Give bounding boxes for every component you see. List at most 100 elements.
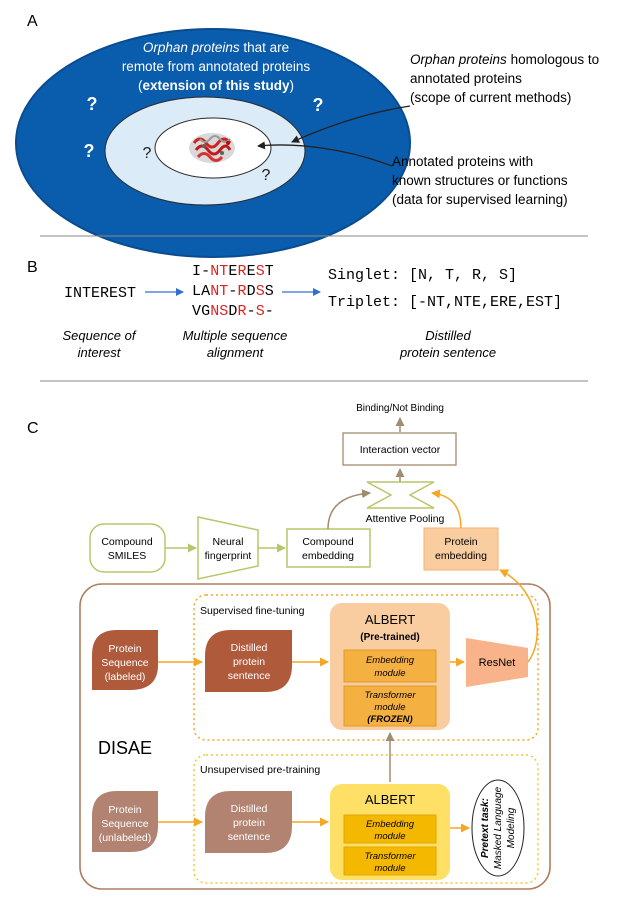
compound-smiles-line-1: Compound bbox=[101, 536, 153, 548]
compound-smiles-line-2: SMILES bbox=[108, 550, 147, 562]
attentive-pooling-shape bbox=[366, 481, 435, 509]
msa-residue: N bbox=[210, 303, 219, 320]
distilled-top-line-2: protein bbox=[233, 656, 265, 668]
caption-msa-1: Multiple sequence bbox=[183, 328, 288, 343]
neural-fingerprint-shape bbox=[197, 516, 259, 580]
protein-embedding-line-2: embedding bbox=[435, 550, 487, 562]
compound-smiles-box bbox=[89, 523, 166, 573]
msa-residue: V bbox=[192, 303, 201, 320]
neural-fingerprint-line-2: fingerprint bbox=[205, 550, 252, 562]
transformer-top-line-1: Transformer bbox=[364, 690, 416, 701]
transformer-bottom-line-1: Transformer bbox=[364, 851, 416, 862]
middle-label-line-2: annotated proteins bbox=[410, 71, 522, 86]
unsupervised-label: Unsupervised pre-training bbox=[200, 764, 320, 776]
albert-top-title: ALBERT bbox=[365, 612, 415, 627]
msa-residue: E bbox=[247, 263, 256, 280]
distilled-bottom-line-3: sentence bbox=[228, 831, 271, 843]
caption-distilled-2: protein sentence bbox=[399, 345, 496, 360]
arrow-to-middle bbox=[291, 105, 411, 143]
msa-residue: S bbox=[256, 283, 265, 300]
msa-residue: L bbox=[192, 283, 201, 300]
msa-residue: R bbox=[238, 283, 247, 300]
attentive-pooling-label: Attentive Pooling bbox=[366, 513, 445, 525]
interaction-vector-label: Interaction vector bbox=[360, 444, 441, 456]
msa-residue: - bbox=[228, 283, 237, 300]
middle-label-line-1: Orphan proteins homologous to bbox=[410, 52, 599, 67]
singlet-text: Singlet: [N, T, R, S] bbox=[328, 267, 517, 284]
transformer-module-bottom bbox=[343, 846, 437, 876]
compound-embedding-line-2: embedding bbox=[302, 550, 354, 562]
msa-residue: N bbox=[210, 263, 219, 280]
msa-residue: N bbox=[210, 283, 219, 300]
msa-residue: D bbox=[247, 283, 256, 300]
caption-msa-2: alignment bbox=[207, 345, 265, 360]
pretext-task-text-group: Pretext task: Masked Language Modeling bbox=[480, 786, 517, 869]
inner-label-line-1: Annotated proteins with bbox=[392, 154, 533, 169]
pretext-line-2: Masked Language bbox=[493, 786, 504, 869]
inner-label-line-2: known structures or functions bbox=[392, 173, 568, 188]
protein-embedding-line-1: Protein bbox=[444, 536, 477, 548]
question-mark: ? bbox=[143, 145, 152, 162]
pretext-line-1: Pretext task: bbox=[480, 798, 491, 858]
resnet-label: ResNet bbox=[479, 657, 516, 669]
caption-distilled-1: Distilled bbox=[425, 328, 471, 343]
supervised-label: Supervised fine-tuning bbox=[200, 605, 305, 617]
arrow-to-inner bbox=[257, 141, 393, 167]
caption-sequence-2: interest bbox=[78, 345, 122, 360]
protein-seq-labeled-line-2: Sequence bbox=[101, 657, 148, 669]
msa-residue: R bbox=[238, 263, 247, 280]
distilled-sentence-shape-top bbox=[205, 630, 292, 692]
outer-label-line-3: (extension of this study) bbox=[138, 78, 294, 93]
question-mark: ? bbox=[84, 141, 95, 161]
msa-residue: E bbox=[228, 263, 237, 280]
distilled-bottom-line-1: Distilled bbox=[231, 803, 268, 815]
middle-label-line-3: (scope of current methods) bbox=[410, 90, 571, 105]
protein-sequence-labeled-shape bbox=[92, 630, 158, 690]
compound-embedding-line-1: Compound bbox=[302, 536, 354, 548]
msa-residue: A bbox=[201, 283, 210, 300]
msa-residue: S bbox=[219, 303, 228, 320]
pretext-line-3: Modeling bbox=[506, 807, 517, 848]
embedding-module-bottom bbox=[343, 814, 437, 844]
protein-structure-image bbox=[189, 133, 235, 163]
resnet-shape bbox=[466, 638, 528, 687]
msa-residue: S bbox=[265, 283, 274, 300]
interaction-vector-box bbox=[342, 432, 457, 466]
protein-embedding-box bbox=[423, 527, 499, 571]
msa-residue: I bbox=[192, 263, 201, 280]
protein-seq-labeled-line-1: Protein bbox=[108, 643, 141, 655]
disae-label: DISAE bbox=[98, 738, 152, 758]
distilled-top-line-3: sentence bbox=[228, 670, 271, 682]
msa-residue: R bbox=[238, 303, 247, 320]
arrow-protein-to-pooling bbox=[431, 489, 462, 529]
outer-label-line-2: remote from annotated proteins bbox=[122, 59, 311, 74]
distilled-bottom-line-2: protein bbox=[233, 817, 265, 829]
supervised-finetuning-box bbox=[193, 594, 539, 741]
panel-c-label: C bbox=[27, 420, 39, 437]
pretext-task-ellipse bbox=[471, 779, 525, 877]
transformer-module-top bbox=[343, 685, 437, 727]
binding-label: Binding/Not Binding bbox=[356, 403, 444, 414]
inner-label-line-3: (data for supervised learning) bbox=[392, 192, 568, 207]
msa-residue: G bbox=[201, 303, 210, 320]
triplet-text: Triplet: [-NT,NTE,ERE,EST] bbox=[328, 294, 562, 311]
distilled-top-line-1: Distilled bbox=[231, 642, 268, 654]
albert-pretrained-label: (Pre-trained) bbox=[360, 632, 419, 643]
msa-residue: S bbox=[256, 303, 265, 320]
msa-residue: T bbox=[219, 263, 228, 280]
embedding-module-top bbox=[343, 649, 437, 683]
msa-residue: T bbox=[219, 283, 228, 300]
msa-residue: - bbox=[201, 263, 210, 280]
panel-b-label: B bbox=[27, 259, 38, 276]
arrow-resnet-to-protein-embedding bbox=[499, 569, 538, 663]
neural-fingerprint-line-1: Neural bbox=[213, 536, 244, 548]
unsupervised-pretraining-box bbox=[193, 754, 539, 884]
question-mark: ? bbox=[262, 167, 271, 184]
transformer-top-line-2: module bbox=[374, 702, 405, 713]
msa-residue: - bbox=[247, 303, 256, 320]
embedding-top-line-1: Embedding bbox=[366, 655, 415, 666]
arrow-compound-to-pooling bbox=[327, 489, 371, 530]
embedding-bottom-line-1: Embedding bbox=[366, 819, 415, 830]
